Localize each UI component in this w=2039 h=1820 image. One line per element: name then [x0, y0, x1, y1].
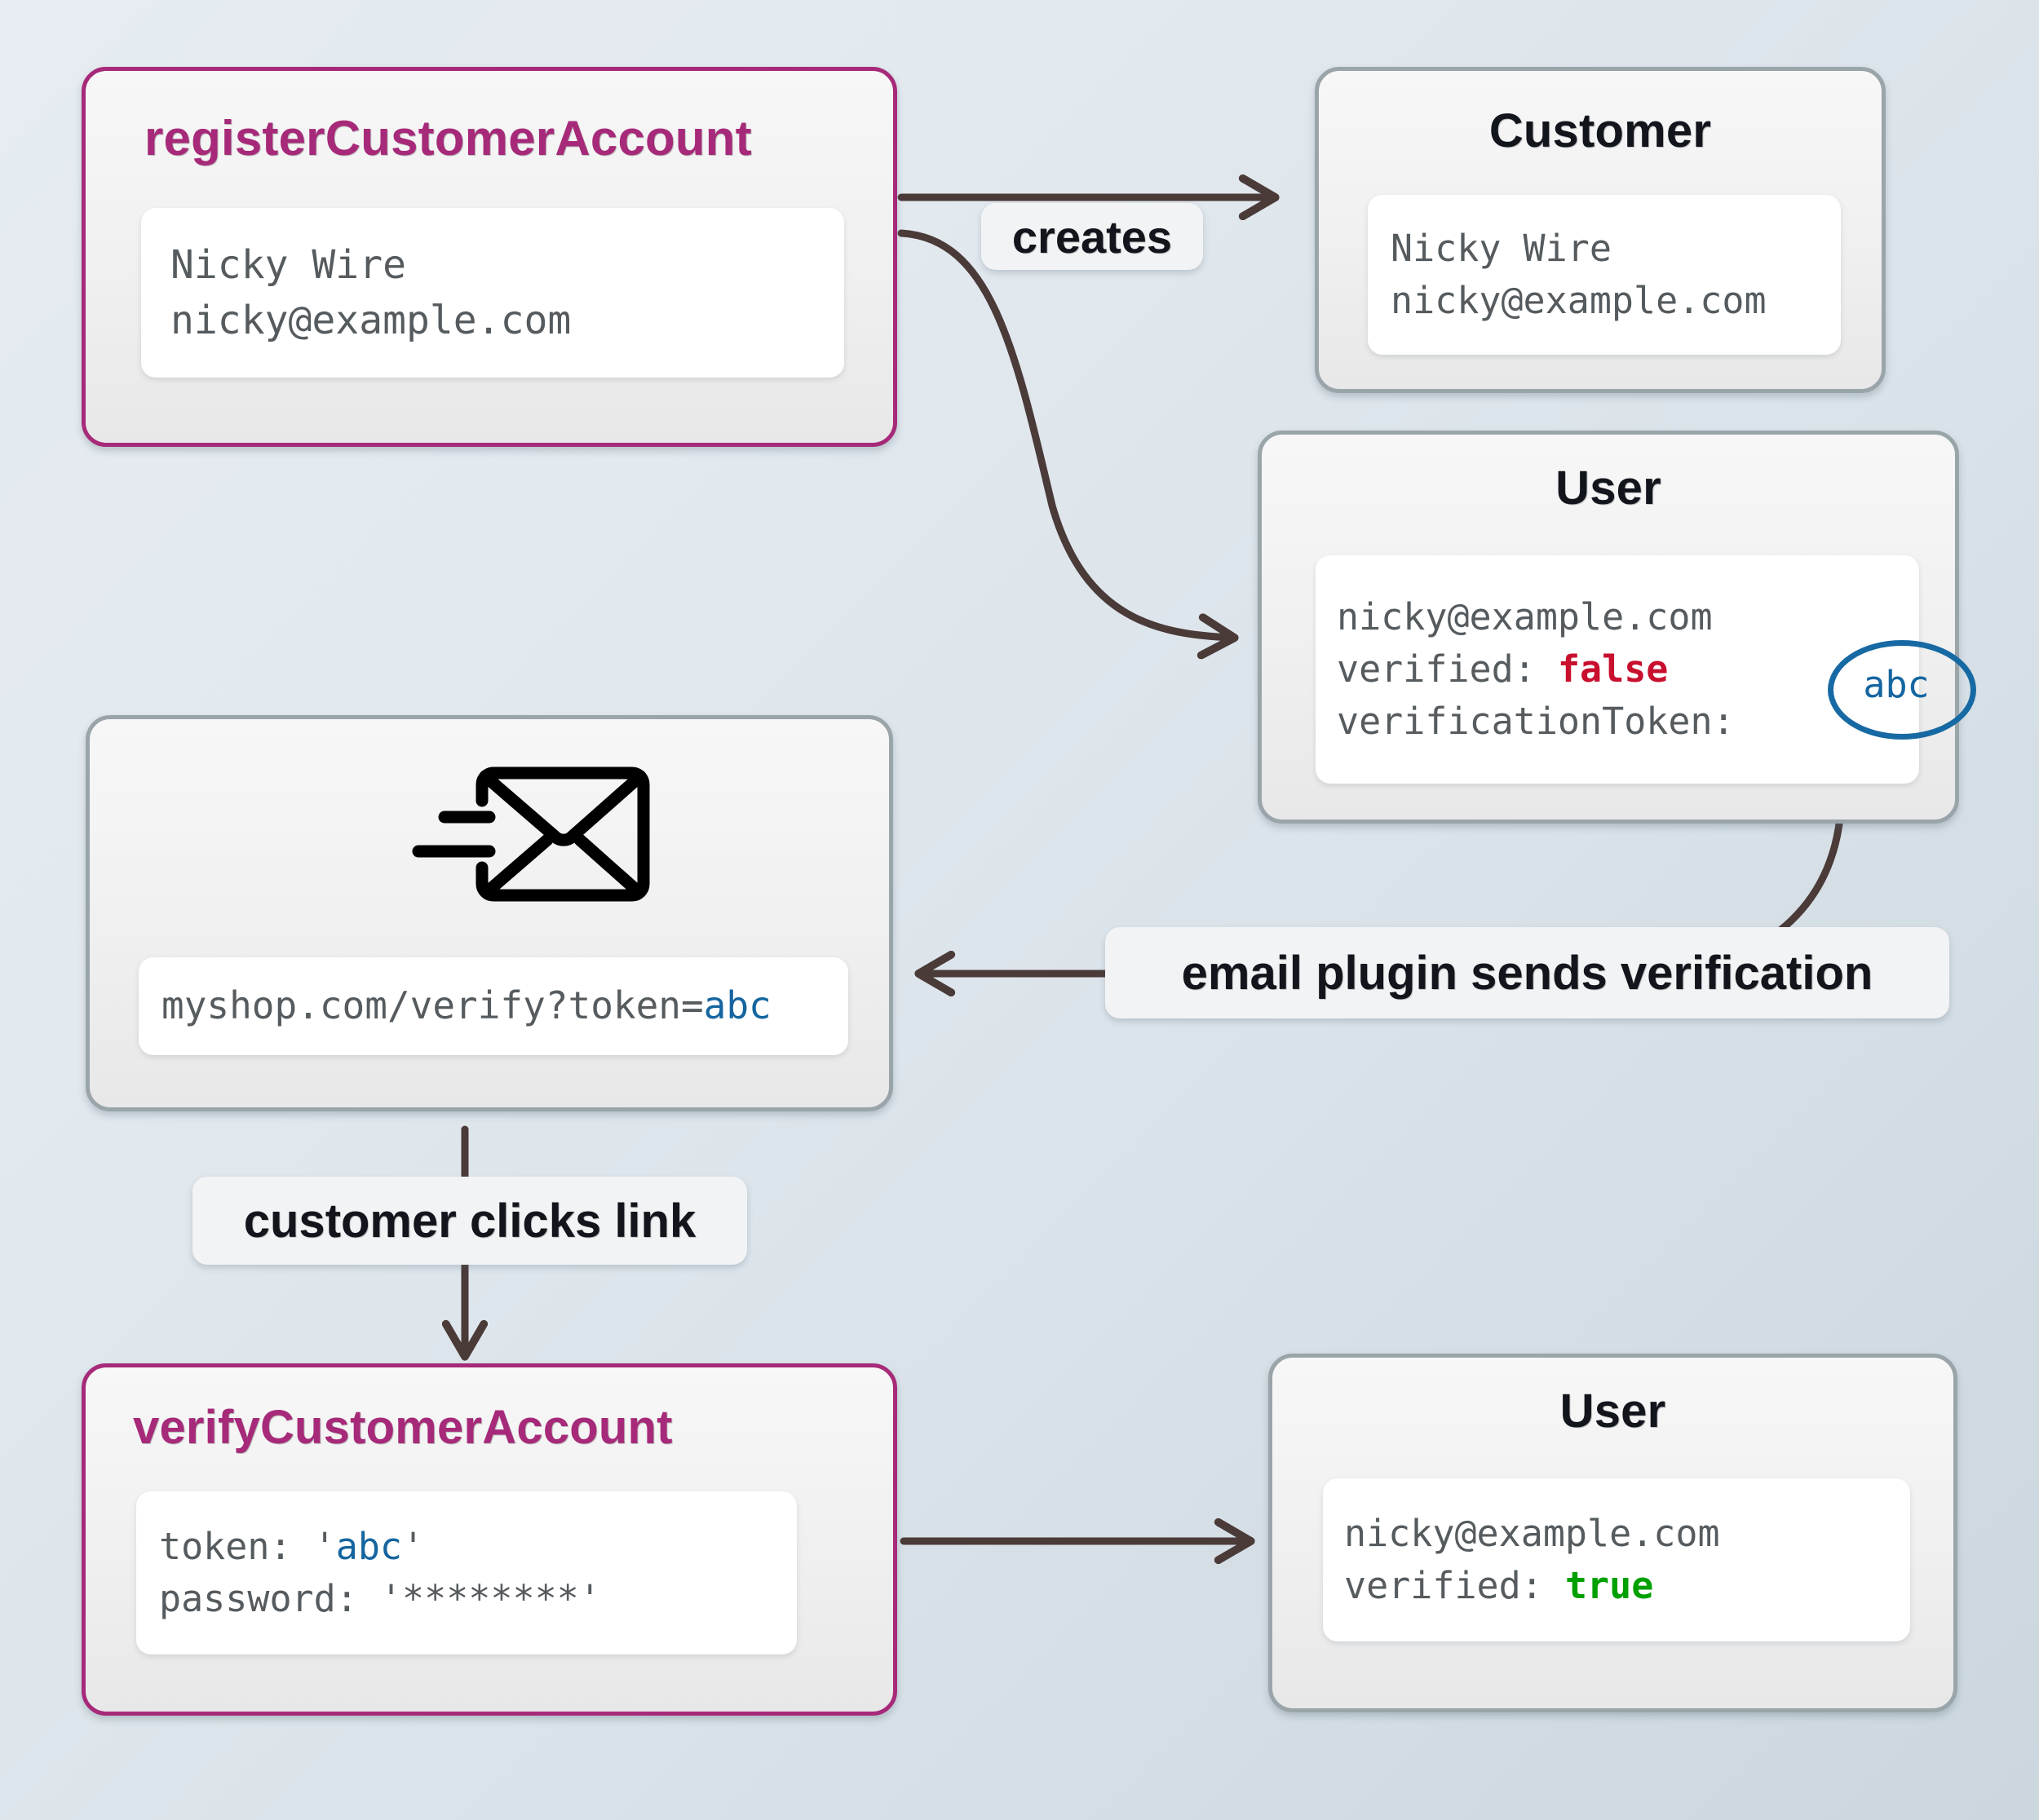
- node-verification-email[interactable]: myshop.com/verify?token=abc: [86, 715, 893, 1111]
- register-payload-panel: Nicky Wire nicky@example.com: [141, 208, 844, 378]
- node-user-unverified[interactable]: User nicky@example.com verified: false v…: [1258, 431, 1976, 824]
- register-line-email: nicky@example.com: [170, 298, 572, 343]
- verify-password-label: password:: [159, 1577, 380, 1620]
- user-unverified-title: User: [1555, 462, 1661, 515]
- node-verify-customer-account[interactable]: verifyCustomerAccount token: 'abc' passw…: [82, 1363, 897, 1716]
- email-link-token: abc: [703, 983, 772, 1028]
- email-link-prefix: myshop.com/verify?token=: [161, 983, 704, 1028]
- envelope-send-icon: [412, 766, 650, 902]
- user-verified-verified-label: verified:: [1344, 1564, 1565, 1607]
- user-unverified-email: nicky@example.com: [1337, 595, 1713, 639]
- verification-token-highlight-circle: [1828, 640, 1976, 740]
- verify-password-value: '********': [379, 1577, 601, 1620]
- user-unverified-verified-row: verified: false: [1337, 643, 1898, 696]
- user-unverified-payload-panel: nicky@example.com verified: false verifi…: [1316, 555, 1919, 784]
- email-link-panel[interactable]: myshop.com/verify?token=abc: [139, 957, 848, 1055]
- verify-payload-panel: token: 'abc' password: '********': [136, 1491, 797, 1654]
- email-link-row: myshop.com/verify?token=abc: [161, 979, 825, 1032]
- node-customer[interactable]: Customer Nicky Wire nicky@example.com: [1315, 67, 1886, 393]
- user-unverified-verified-value: false: [1557, 647, 1669, 691]
- user-unverified-token-label: verificationToken:: [1337, 699, 1735, 743]
- verify-token-value: abc: [335, 1525, 403, 1569]
- edge-label-email-plugin: email plugin sends verification: [1105, 927, 1949, 1018]
- customer-payload-panel: Nicky Wire nicky@example.com: [1368, 195, 1841, 355]
- user-verified-verified-value: true: [1564, 1564, 1654, 1607]
- user-verified-title: User: [1559, 1385, 1666, 1438]
- verify-token-quote-open: ': [313, 1525, 336, 1569]
- user-unverified-token-row: verificationToken:: [1337, 696, 1898, 748]
- customer-title: Customer: [1488, 104, 1712, 157]
- register-line-name: Nicky Wire: [170, 241, 406, 288]
- verify-token-row: token: 'abc': [159, 1521, 774, 1573]
- user-verified-verified-row: verified: true: [1344, 1560, 1889, 1612]
- edge-register-to-user: [897, 229, 1232, 638]
- node-register-customer-account[interactable]: registerCustomerAccount Nicky Wire nicky…: [82, 67, 897, 447]
- customer-line-email: nicky@example.com: [1391, 279, 1767, 322]
- verify-title: verifyCustomerAccount: [133, 1401, 673, 1454]
- user-unverified-verified-label: verified:: [1337, 647, 1558, 691]
- user-verified-payload-panel: nicky@example.com verified: true: [1323, 1478, 1910, 1641]
- user-verified-email: nicky@example.com: [1344, 1512, 1720, 1556]
- verify-token-quote-close: ': [402, 1525, 425, 1569]
- register-title: registerCustomerAccount: [144, 111, 752, 166]
- node-user-verified[interactable]: User nicky@example.com verified: true: [1268, 1354, 1957, 1712]
- edge-label-customer-clicks-link: customer clicks link: [192, 1177, 747, 1265]
- verify-password-row: password: '********': [159, 1573, 774, 1625]
- edge-label-creates: creates: [981, 203, 1203, 270]
- verification-token-value: abc: [1863, 662, 1930, 706]
- customer-line-name: Nicky Wire: [1391, 227, 1612, 271]
- verify-token-label: token:: [159, 1525, 314, 1569]
